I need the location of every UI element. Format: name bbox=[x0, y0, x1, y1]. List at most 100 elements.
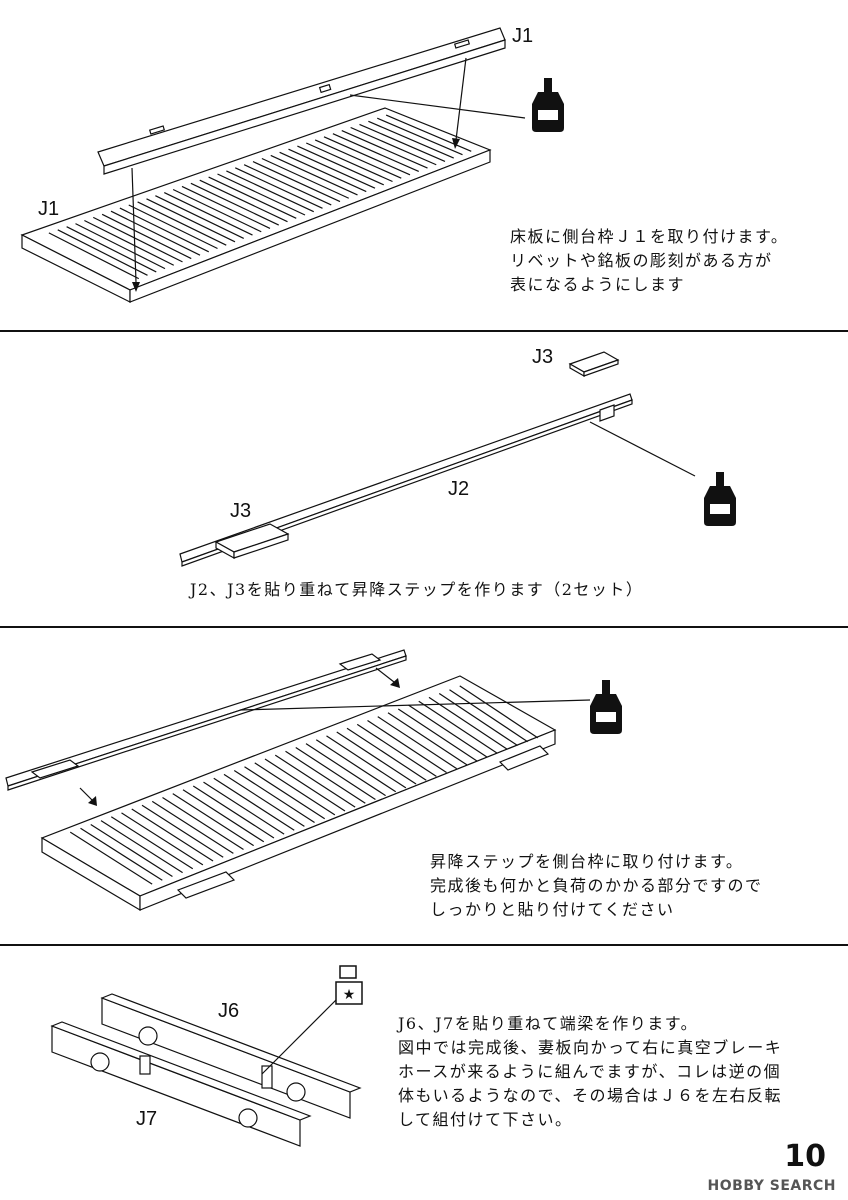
floor-plank-line bbox=[367, 719, 447, 774]
step4-instructions: J6、J7を貼り重ねて端梁を作ります。 図中では完成後、妻板向かって右に真空ブレ… bbox=[398, 1014, 783, 1129]
floor-plank-line bbox=[172, 793, 254, 847]
glue-bottle-icon bbox=[704, 472, 736, 526]
floor-plank-line bbox=[110, 816, 194, 870]
floor-plank-line bbox=[295, 746, 376, 800]
floor-plank-line bbox=[192, 785, 275, 839]
label-j1-top: J1 bbox=[512, 25, 534, 47]
floor-plank-line bbox=[128, 204, 218, 250]
floor-plank-line bbox=[356, 723, 437, 777]
step3-diagram bbox=[5, 649, 622, 912]
floor-plank-line bbox=[274, 754, 356, 808]
floor-plank-line bbox=[261, 157, 349, 199]
floor-plank-line bbox=[438, 693, 518, 747]
floor-plank-line bbox=[137, 201, 227, 246]
floor-plank-line bbox=[69, 831, 153, 885]
floor-plank-line bbox=[305, 743, 386, 797]
floor-plank-line bbox=[350, 126, 437, 166]
floor-plank-line bbox=[323, 136, 411, 176]
floor-plank-line bbox=[233, 770, 315, 824]
floor-plank-line bbox=[346, 727, 427, 781]
divider-2 bbox=[0, 626, 848, 628]
floor-plank-line bbox=[199, 179, 288, 223]
floor-plank-line bbox=[397, 708, 478, 762]
label-j3-left: J3 bbox=[230, 500, 252, 522]
floor-plank-line bbox=[100, 820, 183, 874]
floor-plank-line bbox=[181, 185, 271, 229]
floor-plank-line bbox=[213, 777, 295, 831]
floor-plank-line bbox=[377, 117, 463, 156]
floor-plank-line bbox=[110, 210, 201, 256]
floor-plank-line bbox=[270, 154, 358, 196]
floor-plank-line bbox=[80, 827, 163, 881]
floor-plank-line bbox=[264, 758, 346, 812]
floor-plank-line bbox=[368, 120, 454, 159]
floor-plank-line bbox=[57, 229, 148, 276]
floor-plank-line bbox=[141, 804, 224, 858]
floor-plank-line bbox=[208, 176, 297, 219]
floor-plank-line bbox=[359, 123, 446, 162]
floor-plank-line bbox=[121, 812, 204, 866]
label-j1-left: J1 bbox=[38, 198, 60, 220]
floor-plank-line bbox=[377, 716, 457, 770]
glue-bottle-icon bbox=[532, 78, 564, 132]
floor-plank-line bbox=[155, 195, 245, 239]
floor-plank-line bbox=[90, 823, 173, 877]
divider-1 bbox=[0, 330, 848, 332]
floor-plank-line bbox=[385, 114, 472, 152]
floor-plank-line bbox=[285, 750, 366, 804]
label-j2: J2 bbox=[448, 478, 470, 500]
side-frame-j1 bbox=[97, 27, 506, 175]
floor-plank-line bbox=[387, 712, 468, 766]
step3-panel: 昇降ステップを側台枠に取り付けます。 完成後も何かと負荷のかかる部分ですので し… bbox=[0, 628, 848, 944]
glue-bottle-icon bbox=[590, 680, 622, 734]
floor-plank-line bbox=[332, 133, 419, 172]
step2-diagram bbox=[179, 351, 736, 567]
floor-plank-line bbox=[279, 151, 367, 193]
part-j3-mounted bbox=[214, 523, 290, 560]
step3-instructions: 昇降ステップを側台枠に取り付けます。 完成後も何かと負荷のかかる部分ですので し… bbox=[430, 852, 763, 919]
floor-plank-line bbox=[314, 139, 402, 179]
floor-plank-line bbox=[341, 130, 428, 169]
floor-plank-line bbox=[131, 808, 214, 862]
glue-star-icon: ★ bbox=[335, 965, 363, 1005]
floor-plank-line bbox=[203, 781, 285, 835]
floor-plank-line bbox=[84, 219, 175, 266]
floor-plank-line bbox=[66, 226, 157, 273]
step-rail bbox=[5, 649, 407, 791]
floor-plank-line bbox=[297, 145, 384, 186]
floor-plank-line bbox=[254, 762, 336, 816]
floor-plate bbox=[20, 107, 492, 303]
floor-plank-line bbox=[252, 161, 341, 203]
divider-3 bbox=[0, 944, 848, 946]
floor-plank-line bbox=[75, 223, 166, 270]
floor-plank-line bbox=[408, 704, 488, 758]
label-j7: J7 bbox=[136, 1108, 158, 1130]
floor-plank-line bbox=[101, 213, 192, 260]
step1-panel: J1 J1 床板に側台枠Ｊ１を取り付けます。 リベットや銘板の彫刻がある方が 表… bbox=[0, 0, 848, 330]
step4-diagram: ★ bbox=[50, 965, 363, 1147]
floor-plank-line bbox=[428, 696, 508, 750]
label-j6: J6 bbox=[218, 1000, 240, 1022]
step-j2 bbox=[179, 393, 633, 567]
floor-plank-line bbox=[226, 170, 315, 213]
part-j3-small bbox=[568, 351, 620, 378]
beam-j7 bbox=[50, 1021, 312, 1147]
floor-plank-line bbox=[217, 173, 306, 216]
floor-plank-line bbox=[146, 198, 236, 243]
floor-plank-line bbox=[172, 188, 262, 233]
floor-plank-line bbox=[326, 735, 407, 789]
floor-plank-line bbox=[163, 192, 253, 236]
label-j3-top: J3 bbox=[532, 346, 554, 368]
step2-panel: J3 J2 J3 J2、J3を貼り重ねて昇降ステップを作ります（2セット） bbox=[0, 332, 848, 626]
watermark: HOBBY SEARCH bbox=[707, 1178, 836, 1194]
floor-plank-line bbox=[151, 800, 234, 854]
floor-plank-line bbox=[244, 766, 326, 820]
floor-plank-line bbox=[92, 216, 183, 263]
floor-plank-line bbox=[190, 182, 280, 226]
floor-assembly bbox=[40, 675, 557, 912]
floor-plank-line bbox=[119, 207, 210, 253]
step4-panel: ★ J6 J7 J6、J7を貼り重ねて端梁を作ります。 図中では完成後、妻板向か… bbox=[0, 946, 848, 1200]
floor-plank-line bbox=[288, 148, 376, 189]
svg-text:★: ★ bbox=[343, 987, 356, 1003]
floor-plank-line bbox=[306, 142, 393, 183]
